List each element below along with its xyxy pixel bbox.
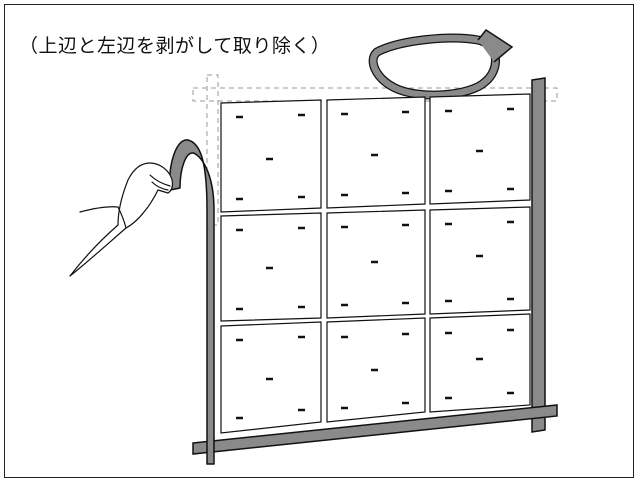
bottom-tape [192, 404, 558, 455]
right-tape [531, 77, 546, 433]
removed-tape-loop-icon [368, 28, 514, 100]
panel [429, 93, 531, 205]
panel [326, 209, 426, 319]
panel-marks [236, 107, 514, 420]
peeled-tape-icon [168, 139, 215, 465]
panel-grid [220, 93, 531, 434]
panel [220, 99, 322, 213]
hand-icon [69, 162, 174, 277]
panel [429, 313, 531, 413]
instruction-caption: （上辺と左辺を剥がして取り除く） [19, 35, 331, 57]
panel [220, 321, 322, 434]
panel [429, 206, 531, 315]
panel [326, 96, 426, 209]
